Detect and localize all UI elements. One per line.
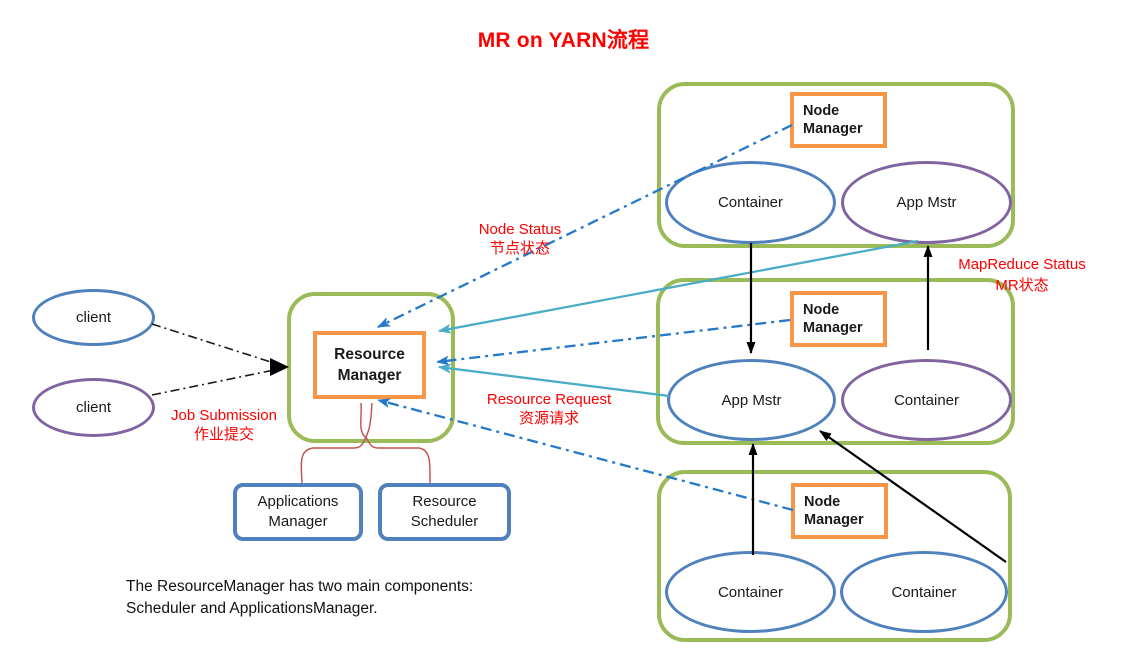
resource-scheduler-box: Resource Scheduler xyxy=(378,483,511,541)
container-label: Container xyxy=(893,391,960,409)
mapreduce-status-en: MapReduce Status xyxy=(958,256,1086,273)
job-submission-zh: 作业提交 xyxy=(193,426,254,443)
edge-label-node-status: Node Status 节点状态 xyxy=(455,220,585,258)
app-mstr-label: App Mstr xyxy=(721,391,782,409)
container-label: Container xyxy=(891,583,957,601)
client-ellipse-2: client xyxy=(32,378,155,437)
edge-label-mapreduce-status: MapReduce Status MR状态 xyxy=(947,254,1097,296)
applications-manager-box: Applications Manager xyxy=(233,483,363,541)
resource-scheduler-label: Resource Scheduler xyxy=(410,493,479,530)
job-submission-arrows xyxy=(151,323,289,396)
node-manager-box-middle: Node Manager xyxy=(790,291,887,347)
node-status-zh: 节点状态 xyxy=(489,240,550,257)
client-label: client xyxy=(75,309,112,326)
container-ellipse-middle: Container xyxy=(841,359,1012,441)
app-mstr-ellipse-top: App Mstr xyxy=(841,161,1012,244)
client-label: client xyxy=(75,399,112,416)
container-label: Container xyxy=(717,583,784,601)
container-ellipse-bottom-left: Container xyxy=(665,551,836,633)
container-label: Container xyxy=(717,194,784,211)
client-ellipse-1: client xyxy=(32,289,155,346)
container-ellipse-top: Container xyxy=(665,161,836,244)
mapreduce-status-zh: MR状态 xyxy=(995,277,1049,294)
app-mstr-ellipse-middle: App Mstr xyxy=(667,359,836,441)
resource-manager-label: Resource Manager xyxy=(334,346,405,384)
container-ellipse-bottom-right: Container xyxy=(840,551,1008,633)
job-submission-en: Job Submission xyxy=(171,407,277,424)
footnote-line2: Scheduler and ApplicationsManager. xyxy=(126,600,378,617)
resource-request-zh: 资源请求 xyxy=(518,410,579,427)
node-status-en: Node Status xyxy=(478,221,562,238)
node-manager-box-top: Node Manager xyxy=(790,92,887,148)
app-mstr-label: App Mstr xyxy=(896,194,957,211)
footnote-line1: The ResourceManager has two main compone… xyxy=(126,578,474,595)
edge-label-resource-request: Resource Request 资源请求 xyxy=(478,390,620,428)
node-manager-label: Node Manager xyxy=(803,302,863,336)
applications-manager-label: Applications Manager xyxy=(257,493,339,530)
node-manager-box-bottom: Node Manager xyxy=(791,483,888,539)
page-title: MR on YARN流程 xyxy=(477,29,650,52)
node-manager-label: Node Manager xyxy=(803,103,863,137)
footnote-text: The ResourceManager has two main compone… xyxy=(126,576,546,620)
resource-manager-box: Resource Manager xyxy=(313,331,426,399)
resource-request-en: Resource Request xyxy=(486,391,612,408)
node-manager-label: Node Manager xyxy=(804,494,864,528)
edge-label-job-submission: Job Submission 作业提交 xyxy=(158,406,290,444)
